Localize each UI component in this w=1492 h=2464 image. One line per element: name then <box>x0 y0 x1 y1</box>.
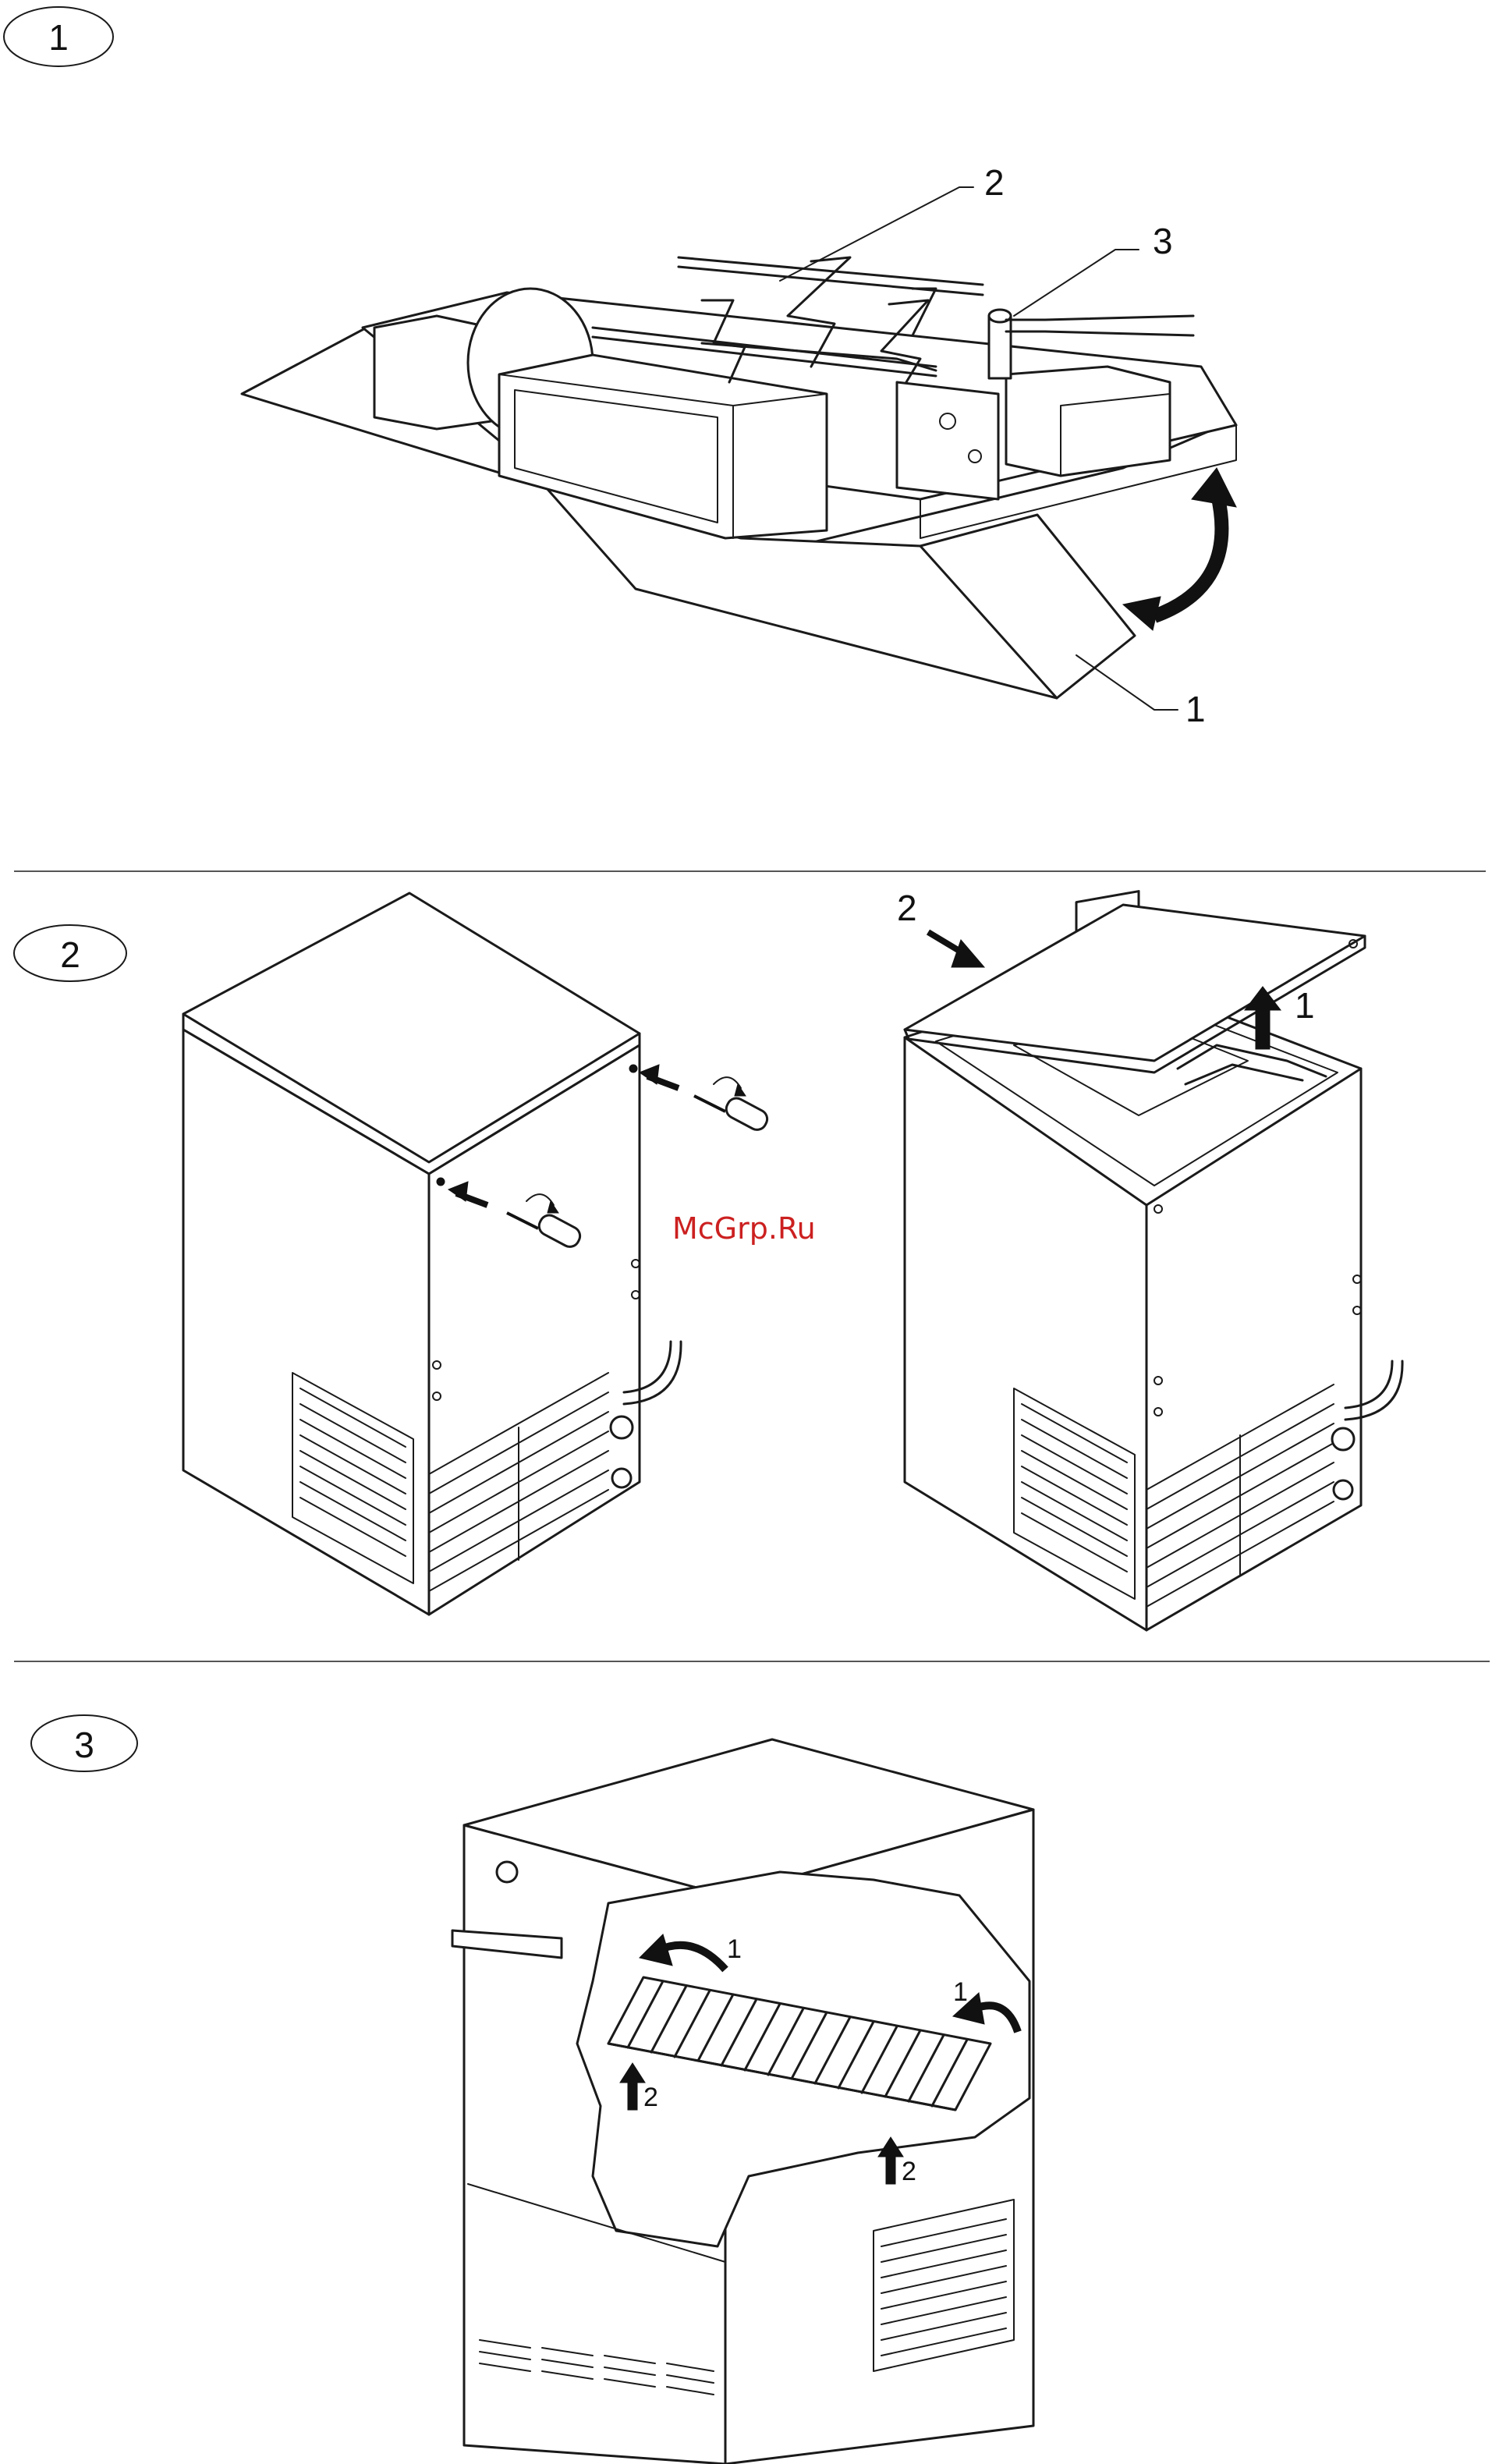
callout-lid-1: 1 <box>1295 985 1315 1026</box>
curved-double-arrow-icon <box>1123 468 1236 630</box>
control-bracket <box>897 382 998 499</box>
cabinet-left <box>183 893 681 1615</box>
step-2-number: 2 <box>60 934 80 975</box>
watermark-text: McGrp.Ru <box>672 1211 816 1246</box>
top-lid <box>905 905 1365 1061</box>
callout-lid-2: 2 <box>897 888 917 928</box>
cabinet-right: 2 1 <box>897 888 1402 1630</box>
callout-lift-2b: 2 <box>902 2157 916 2186</box>
callout-lift-2a: 2 <box>643 2083 658 2112</box>
cabinet-front-view: 1 1 2 2 <box>452 1739 1033 2464</box>
step-3-number: 3 <box>74 1725 94 1765</box>
callout-2: 2 <box>984 162 1005 203</box>
callout-tilt-1b: 1 <box>953 1977 968 2007</box>
step-3: 3 <box>31 1715 1033 2464</box>
step-1: 1 <box>4 7 1236 729</box>
callout-1: 1 <box>1185 689 1206 729</box>
step-2: 2 <box>14 888 1402 1630</box>
callout-3: 3 <box>1153 221 1173 261</box>
step-1-number: 1 <box>48 17 69 58</box>
control-box <box>1006 367 1170 476</box>
callout-tilt-1a: 1 <box>727 1934 742 1964</box>
